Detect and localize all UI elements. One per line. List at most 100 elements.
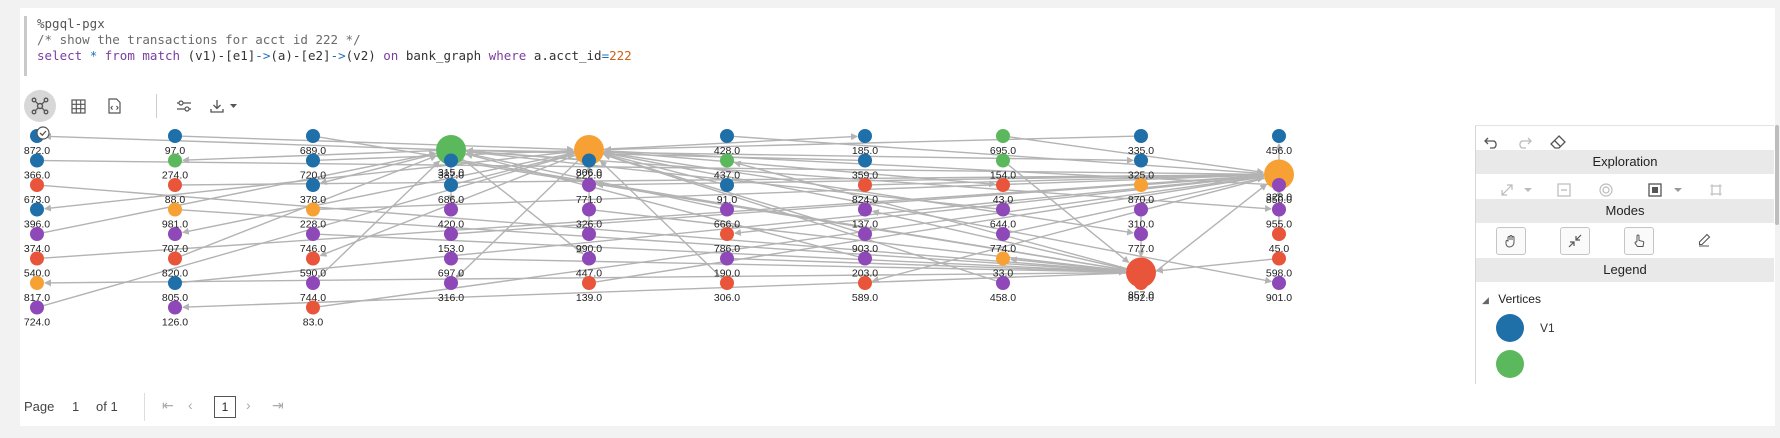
graph-vertex[interactable]: [306, 129, 320, 143]
graph-vertex[interactable]: [30, 300, 44, 315]
graph-vertex[interactable]: [858, 276, 872, 290]
graph-vertex[interactable]: [436, 135, 466, 165]
clear-button[interactable]: [1548, 132, 1568, 152]
code-editor[interactable]: %pgql-pgx /* show the transactions for a…: [24, 16, 1777, 76]
graph-vertex[interactable]: [444, 227, 458, 241]
graph-vertex[interactable]: [996, 153, 1010, 168]
graph-vertex[interactable]: [1134, 153, 1148, 168]
graph-vertex[interactable]: [168, 227, 182, 241]
focus-button[interactable]: [1596, 180, 1616, 200]
graph-edge[interactable]: [603, 135, 1135, 153]
graph-edge[interactable]: [871, 209, 1127, 270]
group-button[interactable]: [1646, 180, 1690, 200]
graph-vertex[interactable]: [720, 276, 734, 290]
graph-edge[interactable]: [457, 257, 1127, 276]
graph-vertex[interactable]: [168, 300, 182, 315]
graph-edge[interactable]: [465, 152, 859, 258]
check-circle-icon[interactable]: [36, 126, 50, 140]
graph-vertex[interactable]: [168, 153, 182, 168]
graph-edge[interactable]: [1009, 256, 1127, 272]
graph-vertex[interactable]: [1134, 276, 1148, 290]
graph-edge[interactable]: [43, 184, 1127, 275]
graph-vertex[interactable]: [582, 276, 596, 290]
graph-edge[interactable]: [181, 152, 575, 235]
graph-vertex[interactable]: [306, 276, 320, 290]
graph-vertex[interactable]: [996, 227, 1010, 241]
graph-edge[interactable]: [1007, 164, 1130, 264]
graph-edge[interactable]: [603, 150, 997, 188]
graph-vertex[interactable]: [168, 129, 182, 143]
graph-edge[interactable]: [595, 174, 1265, 189]
graph-vertex[interactable]: [306, 227, 320, 241]
graph-edge[interactable]: [603, 153, 997, 282]
graph-vertex[interactable]: [30, 178, 44, 192]
graph-edge[interactable]: [457, 152, 575, 184]
graph-vertex[interactable]: [444, 251, 458, 266]
graph-vertex[interactable]: [30, 153, 44, 168]
graph-vertex[interactable]: [306, 153, 320, 168]
graph-vertex[interactable]: [444, 153, 458, 168]
graph-vertex[interactable]: [996, 202, 1010, 217]
graph-edge[interactable]: [603, 152, 1273, 284]
json-view-button[interactable]: [98, 90, 130, 122]
graph-edge[interactable]: [317, 160, 441, 279]
legend-item-v1[interactable]: V1: [1496, 312, 1756, 342]
graph-vertex[interactable]: [444, 178, 458, 192]
graph-edge[interactable]: [43, 150, 437, 234]
graph-vertex[interactable]: [858, 202, 872, 217]
graph-edge[interactable]: [1147, 172, 1265, 186]
current-page-input[interactable]: 1: [214, 396, 236, 418]
fit-mode-button[interactable]: [1560, 227, 1590, 255]
graph-edge[interactable]: [733, 135, 1265, 177]
graph-edge[interactable]: [733, 258, 1127, 276]
graph-vertex[interactable]: [306, 202, 320, 217]
graph-edge[interactable]: [181, 209, 1127, 275]
graph-vertex[interactable]: [1272, 178, 1286, 192]
graph-edge[interactable]: [603, 151, 1135, 236]
graph-vertex[interactable]: [858, 153, 872, 168]
graph-vertex[interactable]: [996, 251, 1010, 266]
graph-edge[interactable]: [871, 177, 1265, 283]
graph-vertex[interactable]: [858, 129, 872, 143]
ungroup-button[interactable]: [1706, 180, 1726, 200]
graph-vertex[interactable]: [1272, 276, 1286, 290]
graph-edge[interactable]: [181, 272, 1127, 311]
graph-vertex[interactable]: [582, 202, 596, 217]
graph-vertex[interactable]: [1134, 202, 1148, 217]
graph-vertex[interactable]: [1134, 129, 1148, 143]
graph-vertex[interactable]: [858, 178, 872, 192]
graph-vertex[interactable]: [1272, 202, 1286, 217]
graph-edge[interactable]: [465, 147, 859, 162]
graph-vertex[interactable]: [1272, 129, 1286, 143]
graph-vertex[interactable]: [306, 251, 320, 266]
expand-button[interactable]: [1498, 180, 1538, 200]
graph-vertex[interactable]: [168, 178, 182, 192]
graph-edge[interactable]: [43, 159, 1265, 178]
graph-edge[interactable]: [462, 158, 584, 255]
graph-vertex[interactable]: [720, 251, 734, 266]
graph-edge[interactable]: [603, 152, 721, 184]
edit-mode-button[interactable]: [1694, 230, 1714, 250]
graph-vertex[interactable]: [1126, 257, 1156, 288]
undo-button[interactable]: [1482, 132, 1502, 152]
graph-vertex[interactable]: [306, 300, 320, 315]
graph-edge[interactable]: [43, 132, 437, 151]
graph-view-button[interactable]: [24, 90, 56, 122]
vertices-section[interactable]: ◢ Vertices: [1482, 292, 1541, 306]
graph-edge[interactable]: [599, 160, 723, 279]
graph-vertex[interactable]: [30, 251, 44, 266]
graph-vertex[interactable]: [720, 153, 734, 168]
graph-vertex[interactable]: [168, 202, 182, 217]
graph-vertex[interactable]: [582, 227, 596, 241]
graph-edge[interactable]: [603, 133, 859, 150]
graph-vertex[interactable]: [1264, 159, 1294, 190]
graph-edge[interactable]: [871, 171, 1265, 186]
graph-vertex[interactable]: [720, 202, 734, 217]
panel-scrollbar[interactable]: [1775, 125, 1779, 225]
graph-vertex[interactable]: [306, 178, 320, 192]
graph-vertex[interactable]: [1272, 251, 1286, 266]
graph-edge[interactable]: [1146, 183, 1268, 280]
select-mode-button[interactable]: [1624, 227, 1654, 255]
graph-vertex[interactable]: [858, 251, 872, 266]
